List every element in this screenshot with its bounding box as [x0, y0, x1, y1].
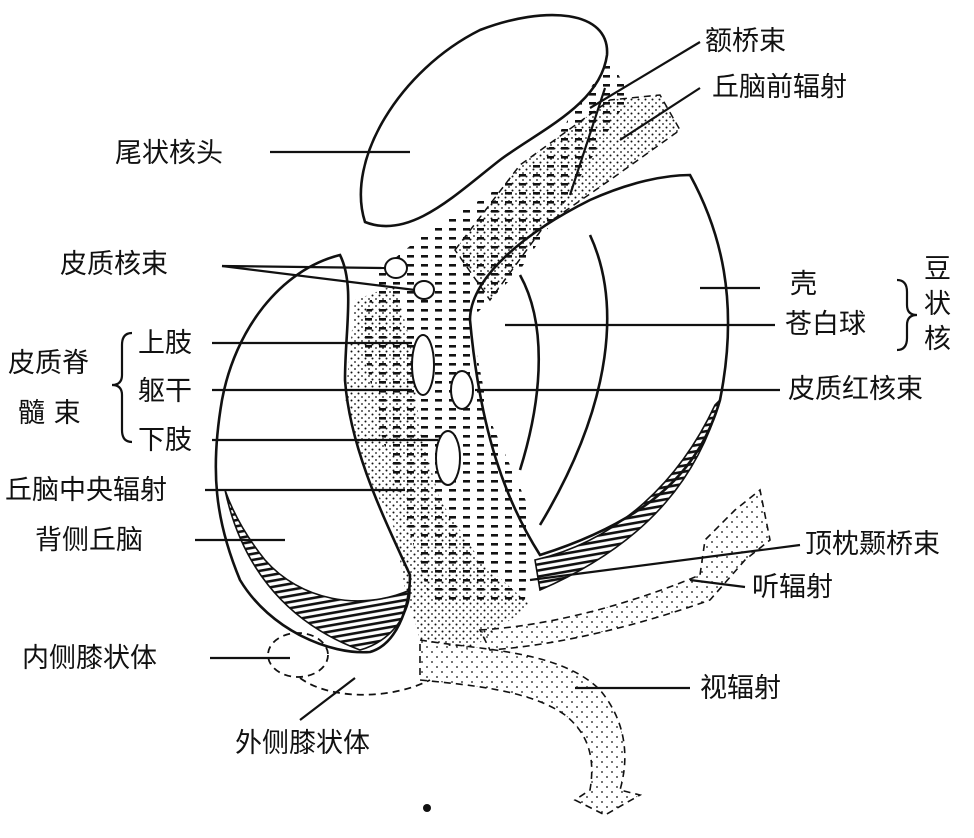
bottom-dot [423, 804, 431, 812]
label-trunk: 躯干 [138, 376, 192, 407]
lentiform-nucleus [468, 173, 730, 557]
label-corticonuclear-tract: 皮质核束 [60, 249, 168, 280]
upper-limb-trunk-oval [411, 334, 435, 396]
corticorubral-oval [450, 370, 474, 410]
label-lower-limb: 下肢 [138, 425, 192, 456]
dorsal-thalamus [214, 253, 412, 654]
corticonuclear-oval-2 [413, 280, 435, 300]
leader-parietooccipitotemporopontine [529, 543, 801, 582]
lateral-geniculate-body [299, 677, 431, 696]
medial-geniculate-body [267, 632, 329, 678]
leader-frontopontine [589, 41, 701, 109]
label-medial-geniculate: 内侧膝状体 [22, 643, 157, 674]
label-anterior-thalamic-radiation: 丘脑前辐射 [712, 72, 847, 103]
label-putamen: 壳 [790, 269, 817, 300]
label-lentiform-2: 状 [924, 289, 951, 320]
leader-lateral-geniculate [299, 677, 356, 721]
lower-limb-oval [435, 430, 461, 486]
leader-corticonuclear-2 [221, 264, 416, 292]
label-globus-pallidus: 苍白球 [785, 309, 866, 340]
anterior-thalamic-radiation-band [454, 94, 681, 302]
corticospinal-bracket [111, 331, 133, 444]
leader-frontopontine-2 [568, 87, 607, 196]
label-frontopontine-tract: 额桥束 [705, 26, 786, 57]
label-dorsal-thalamus: 背侧丘脑 [35, 525, 143, 556]
corticonuclear-oval-1 [384, 257, 408, 279]
label-central-thalamic-radiation: 丘脑中央辐射 [5, 475, 167, 506]
leader-auditory [689, 578, 746, 589]
lentiform-hatched-rim [534, 397, 722, 592]
caudate-head [359, 13, 609, 228]
lentiform-bracket [896, 278, 918, 352]
posterior-limb-dotted-fibers [345, 285, 530, 650]
pallidus-boundary [518, 274, 540, 471]
label-corticorubral-tract: 皮质红核束 [788, 374, 923, 405]
label-parietooccipitotemporopontine: 顶枕颞桥束 [805, 529, 940, 560]
label-lateral-geniculate: 外侧膝状体 [235, 728, 370, 759]
label-lentiform-3: 核 [924, 324, 951, 355]
label-caudate-head: 尾状核头 [115, 138, 223, 169]
label-lentiform-1: 豆 [924, 254, 951, 285]
thalamus-hatched-rim [224, 489, 411, 651]
leader-anterior-thalamic [619, 87, 701, 141]
auditory-radiation-arrow [478, 488, 771, 651]
label-upper-limb: 上肢 [138, 328, 192, 359]
label-corticospinal-1: 皮质脊 [8, 348, 89, 379]
label-auditory-radiation: 听辐射 [752, 572, 833, 603]
optic-radiation-arrow [419, 639, 643, 816]
leader-corticonuclear-1 [221, 264, 386, 270]
label-corticospinal-2: 髓 束 [18, 398, 81, 429]
putamen-boundary [538, 234, 609, 526]
label-optic-radiation: 视辐射 [700, 673, 781, 704]
